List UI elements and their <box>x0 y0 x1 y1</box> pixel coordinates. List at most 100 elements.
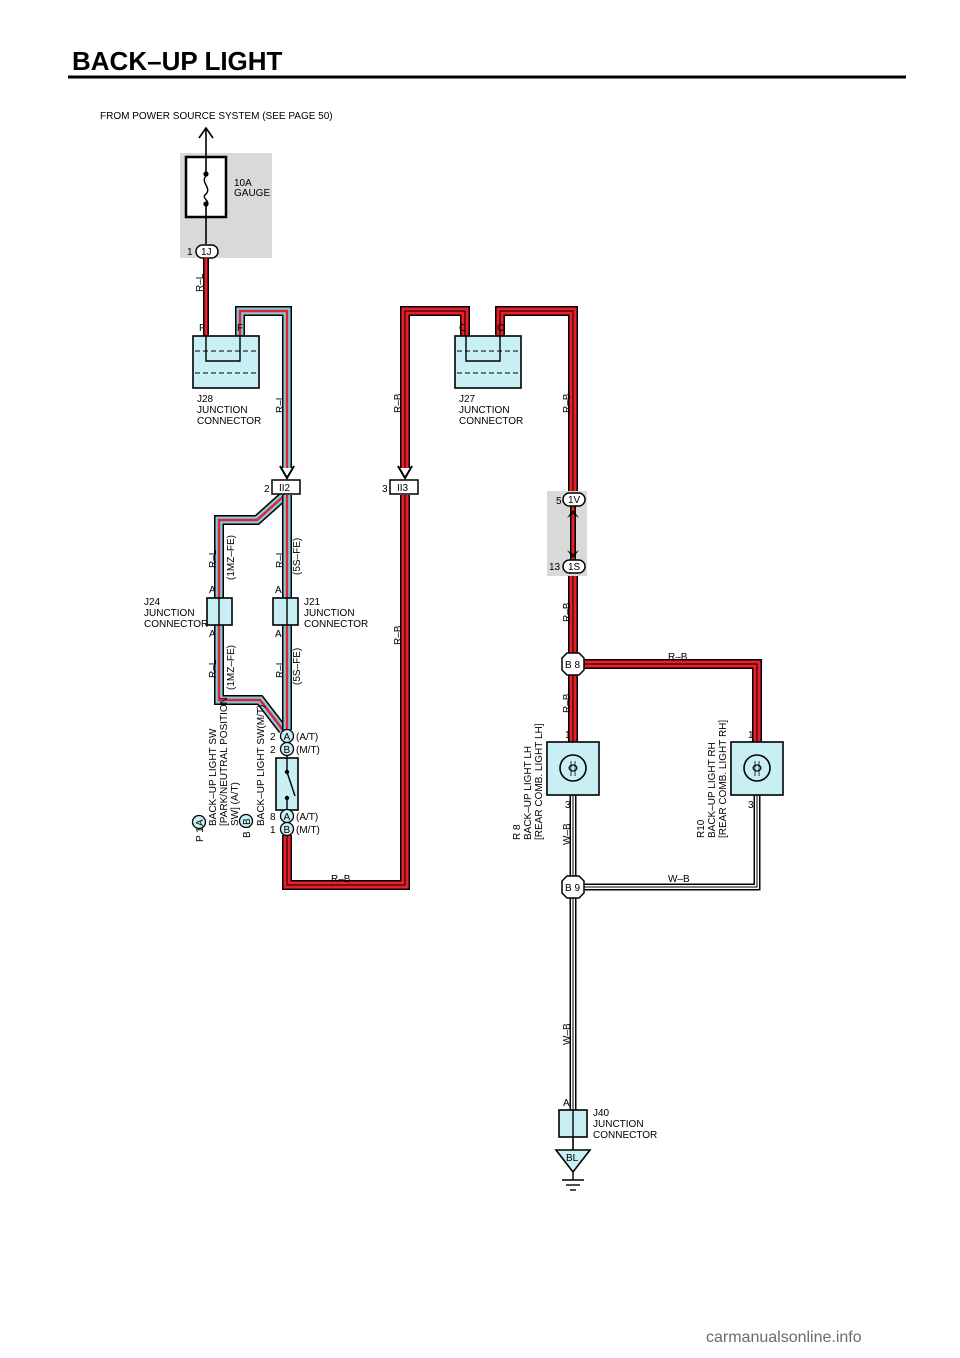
connector-arrow-up <box>567 510 579 518</box>
svg-text:A: A <box>284 812 291 823</box>
svg-text:CONNECTOR: CONNECTOR <box>459 416 523 427</box>
connector-b8 <box>561 652 585 676</box>
j40-id: J40 <box>593 1108 610 1119</box>
svg-text:BACK–UP LIGHT RH: BACK–UP LIGHT RH <box>707 742 718 838</box>
svg-text:B 8: B 8 <box>565 660 580 671</box>
svg-text:JUNCTION: JUNCTION <box>459 405 510 416</box>
svg-text:R–L: R–L <box>275 394 286 413</box>
fuse-name: GAUGE <box>234 188 270 199</box>
svg-text:R10: R10 <box>696 819 707 838</box>
svg-text:R–B: R–B <box>562 393 573 413</box>
svg-text:R 8: R 8 <box>512 824 523 840</box>
svg-text:BACK–UP LIGHT SW: BACK–UP LIGHT SW <box>208 728 219 826</box>
power-source-label: FROM POWER SOURCE SYSTEM (SEE PAGE 50) <box>100 111 333 122</box>
connector-ii2 <box>271 479 301 495</box>
svg-text:BACK–UP LIGHT SW(M/T): BACK–UP LIGHT SW(M/T) <box>256 705 267 826</box>
svg-text:R–B: R–B <box>668 652 688 663</box>
connector-1s <box>562 559 586 574</box>
svg-text:W–B: W–B <box>562 823 573 845</box>
lamp-lh-bulb-icon <box>559 754 587 782</box>
svg-text:JUNCTION: JUNCTION <box>144 608 195 619</box>
fuse-icon <box>203 175 209 205</box>
j21-connector <box>272 597 299 626</box>
svg-text:A: A <box>563 1098 570 1109</box>
svg-text:R–B: R–B <box>562 602 573 622</box>
svg-text:1: 1 <box>565 730 571 741</box>
connector-1v <box>562 492 586 507</box>
watermark: carmanualsonline.info <box>706 1329 862 1346</box>
j28-connector <box>192 335 260 389</box>
svg-text:P 1: P 1 <box>195 827 206 842</box>
svg-text:R–L: R–L <box>275 549 286 568</box>
svg-text:A: A <box>195 819 206 826</box>
connector-b9 <box>561 875 585 899</box>
svg-text:A: A <box>275 629 282 640</box>
svg-text:W–B: W–B <box>668 874 690 885</box>
svg-text:B 1: B 1 <box>242 823 253 838</box>
svg-text:II2: II2 <box>279 483 291 494</box>
svg-text:CONNECTOR: CONNECTOR <box>593 1130 657 1141</box>
svg-text:CONNECTOR: CONNECTOR <box>197 416 261 427</box>
svg-text:3: 3 <box>748 800 754 811</box>
svg-text:F: F <box>237 323 243 334</box>
ground-point <box>554 1149 592 1174</box>
backup-light-switch: 2 A (A/T) 2 B (M/T) 8 A (A/T) 1 B (M/T) <box>270 728 320 837</box>
svg-text:A: A <box>275 585 282 596</box>
svg-text:1: 1 <box>270 825 276 836</box>
wire-ii3-j27 <box>400 306 470 468</box>
switch-contact-icon <box>286 771 296 797</box>
svg-text:(1MZ–FE): (1MZ–FE) <box>226 535 237 580</box>
svg-text:2: 2 <box>270 732 276 743</box>
svg-text:A: A <box>209 585 216 596</box>
svg-text:3: 3 <box>565 800 571 811</box>
svg-text:R–L: R–L <box>195 273 206 292</box>
j28-id: J28 <box>197 394 214 405</box>
svg-text:2: 2 <box>264 484 270 495</box>
svg-text:R–B: R–B <box>331 874 351 885</box>
lamp-rh-bulb-icon <box>743 754 771 782</box>
svg-text:B 9: B 9 <box>565 883 580 894</box>
wire-group <box>203 258 762 1110</box>
svg-text:B: B <box>284 745 291 756</box>
lamp-lh <box>546 741 600 796</box>
svg-text:CONNECTOR: CONNECTOR <box>144 619 208 630</box>
svg-text:R–L: R–L <box>208 549 219 568</box>
svg-text:R–L: R–L <box>275 659 286 678</box>
svg-text:(M/T): (M/T) <box>296 825 320 836</box>
svg-text:(A/T): (A/T) <box>296 812 318 823</box>
svg-text:[REAR COMB. LIGHT RH]: [REAR COMB. LIGHT RH] <box>718 720 729 838</box>
svg-text:II3: II3 <box>397 483 409 494</box>
svg-text:BL: BL <box>566 1153 579 1164</box>
svg-text:5: 5 <box>556 496 562 507</box>
svg-text:JUNCTION: JUNCTION <box>593 1119 644 1130</box>
svg-text:(5S–FE): (5S–FE) <box>292 538 303 575</box>
svg-text:W–B: W–B <box>562 1023 573 1045</box>
svg-text:F: F <box>199 323 205 334</box>
wire-b8-rh <box>583 659 762 742</box>
svg-text:A: A <box>284 732 291 743</box>
svg-text:B: B <box>284 825 291 836</box>
svg-text:JUNCTION: JUNCTION <box>304 608 355 619</box>
svg-text:R–B: R–B <box>393 393 404 413</box>
fuse-terminal-top <box>203 171 209 177</box>
j24-id: J24 <box>144 597 161 608</box>
j27-id: J27 <box>459 394 476 405</box>
svg-text:3: 3 <box>382 484 388 495</box>
svg-text:C: C <box>459 323 466 334</box>
connector-ii3 <box>389 479 419 495</box>
fuse-pin: 1 <box>187 247 193 258</box>
svg-text:1V: 1V <box>568 495 581 506</box>
svg-text:[PARK/NEUTRAL POSITION: [PARK/NEUTRAL POSITION <box>219 697 230 826</box>
svg-text:R–B: R–B <box>562 693 573 713</box>
svg-text:1: 1 <box>748 730 754 741</box>
svg-text:1J: 1J <box>201 247 212 258</box>
svg-text:13: 13 <box>549 562 561 573</box>
fuse-rating: 10A <box>234 178 252 189</box>
svg-text:R–B: R–B <box>393 625 404 645</box>
svg-text:B: B <box>242 818 253 825</box>
j27-connector <box>454 335 522 389</box>
svg-text:1S: 1S <box>568 562 581 573</box>
svg-text:(5S–FE): (5S–FE) <box>292 648 303 685</box>
svg-text:(1MZ–FE): (1MZ–FE) <box>226 645 237 690</box>
